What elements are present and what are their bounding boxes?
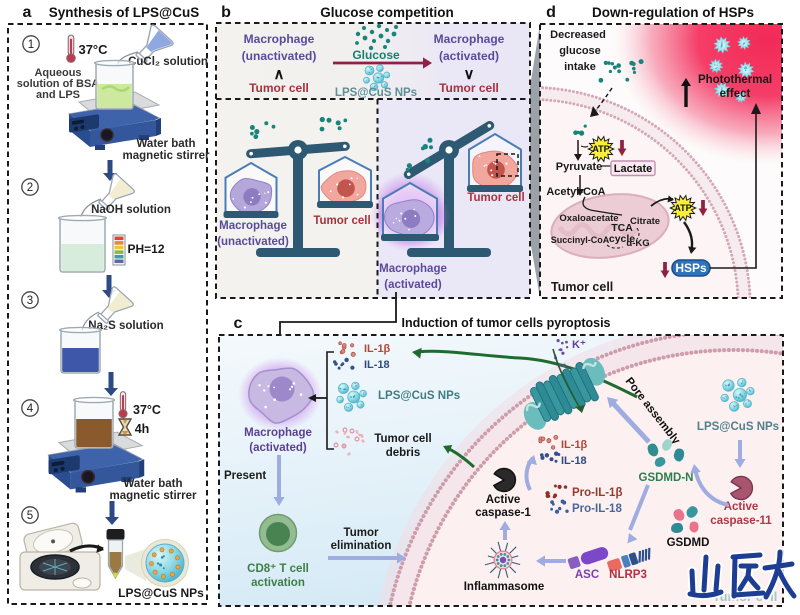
svg-text:Present: Present — [224, 470, 266, 482]
svg-text:Water bath: Water bath — [124, 478, 183, 490]
svg-text:Photothermal: Photothermal — [698, 74, 772, 86]
svg-text:IL-1β: IL-1β — [364, 343, 391, 355]
svg-text:(activated): (activated) — [249, 442, 307, 454]
svg-text:Macrophage: Macrophage — [379, 263, 447, 275]
svg-text:and LPS: and LPS — [36, 89, 80, 101]
svg-text:1: 1 — [28, 39, 34, 51]
svg-text:Na₂S solution: Na₂S solution — [88, 320, 163, 332]
svg-text:Active: Active — [486, 494, 521, 506]
svg-text:IL-1β: IL-1β — [561, 439, 588, 451]
svg-text:Tumor cell: Tumor cell — [249, 81, 309, 95]
svg-text:intake: intake — [564, 61, 596, 73]
svg-text:Inflammasome: Inflammasome — [464, 581, 545, 593]
svg-text:Acetyl-CoA: Acetyl-CoA — [546, 186, 605, 198]
svg-text:GSDMD-N: GSDMD-N — [639, 472, 694, 484]
svg-text:37°C: 37°C — [78, 42, 108, 57]
svg-text:Tumor cell: Tumor cell — [439, 81, 499, 95]
svg-text:HSPs: HSPs — [675, 261, 707, 275]
svg-text:LPS@CuS NPs: LPS@CuS NPs — [697, 421, 779, 433]
svg-text:IL-18: IL-18 — [364, 359, 390, 371]
svg-text:debris: debris — [386, 447, 421, 459]
svg-text:Tumor cell: Tumor cell — [467, 192, 524, 204]
svg-text:solution of BSA: solution of BSA — [17, 78, 100, 90]
svg-text:LPS@CuS NPs: LPS@CuS NPs — [118, 586, 204, 600]
svg-text:Induction of tumor cells pyrop: Induction of tumor cells pyroptosis — [401, 316, 610, 330]
svg-text:(unactivated): (unactivated) — [242, 49, 317, 63]
svg-text:b: b — [221, 4, 231, 21]
svg-text:LPS@CuS NPs: LPS@CuS NPs — [335, 87, 417, 99]
svg-text:4: 4 — [27, 403, 34, 415]
svg-text:c: c — [234, 315, 243, 332]
svg-text:a: a — [23, 4, 32, 21]
svg-text:4h: 4h — [135, 422, 150, 436]
svg-text:NLRP3: NLRP3 — [609, 569, 647, 581]
svg-text:Macrophage: Macrophage — [244, 427, 312, 439]
svg-text:∧: ∧ — [274, 66, 285, 83]
svg-text:Succinyl-CoA: Succinyl-CoA — [551, 235, 610, 245]
svg-text:Pyruvate: Pyruvate — [556, 161, 602, 173]
svg-text:Water bath: Water bath — [137, 138, 196, 150]
svg-text:elimination: elimination — [331, 540, 392, 552]
svg-text:∨: ∨ — [464, 66, 475, 83]
svg-text:Decreased: Decreased — [550, 29, 606, 41]
svg-text:IL-18: IL-18 — [561, 455, 587, 467]
svg-text:Macrophage: Macrophage — [434, 32, 505, 46]
svg-text:caspase-1: caspase-1 — [475, 507, 531, 519]
svg-text:LPS@CuS NPs: LPS@CuS NPs — [378, 390, 460, 402]
svg-text:Pro-IL-1β: Pro-IL-1β — [572, 487, 622, 499]
svg-text:Glucose competition: Glucose competition — [320, 5, 454, 20]
svg-text:37°C: 37°C — [133, 403, 161, 417]
svg-text:Aqueous: Aqueous — [34, 67, 81, 79]
svg-text:ATP: ATP — [592, 144, 609, 154]
svg-text:cycle: cycle — [609, 233, 635, 245]
svg-text:GSDMD: GSDMD — [667, 537, 710, 549]
svg-text:activation: activation — [251, 577, 305, 589]
svg-text:Tumor: Tumor — [344, 527, 379, 539]
svg-text:3: 3 — [27, 295, 33, 307]
svg-text:d: d — [546, 4, 556, 21]
svg-text:CuCl₂ solution: CuCl₂ solution — [128, 56, 208, 68]
svg-text:Oxaloacetate: Oxaloacetate — [559, 213, 618, 224]
svg-text:Macrophage: Macrophage — [244, 32, 315, 46]
svg-text:(unactivated): (unactivated) — [217, 236, 289, 248]
svg-text:Tumor cell: Tumor cell — [374, 433, 431, 445]
svg-text:magnetic stirrer: magnetic stirrer — [123, 150, 210, 162]
svg-text:Synthesis of LPS@CuS: Synthesis of LPS@CuS — [49, 5, 199, 20]
svg-text:effect: effect — [720, 88, 751, 100]
svg-text:2: 2 — [27, 182, 33, 194]
svg-text:5: 5 — [27, 510, 33, 522]
svg-text:Tumor cell: Tumor cell — [551, 280, 613, 294]
svg-text:Lactate: Lactate — [614, 163, 653, 175]
svg-text:Glucose: Glucose — [352, 48, 400, 62]
svg-text:caspase-11: caspase-11 — [710, 515, 772, 527]
svg-text:Macrophage: Macrophage — [219, 220, 287, 232]
svg-text:Tumor cell: Tumor cell — [313, 215, 370, 227]
svg-text:ATP: ATP — [674, 203, 691, 213]
svg-text:CD8⁺ T cell: CD8⁺ T cell — [247, 563, 309, 575]
svg-text:ASC: ASC — [575, 569, 599, 581]
svg-text:Citrate: Citrate — [630, 216, 660, 227]
svg-text:TCA: TCA — [611, 222, 633, 234]
svg-text:NaOH solution: NaOH solution — [91, 204, 171, 216]
svg-text:PH=12: PH=12 — [127, 242, 164, 256]
svg-text:Down-regulation of HSPs: Down-regulation of HSPs — [592, 5, 754, 20]
svg-text:α-KG: α-KG — [626, 238, 649, 249]
svg-text:Active: Active — [724, 501, 759, 513]
svg-text:magnetic stirrer: magnetic stirrer — [110, 490, 197, 502]
svg-text:glucose: glucose — [559, 45, 601, 57]
svg-text:K⁺: K⁺ — [572, 339, 586, 351]
svg-text:(activated): (activated) — [439, 49, 499, 63]
svg-text:(activated): (activated) — [384, 279, 442, 291]
svg-text:Pro-IL-18: Pro-IL-18 — [572, 503, 622, 515]
